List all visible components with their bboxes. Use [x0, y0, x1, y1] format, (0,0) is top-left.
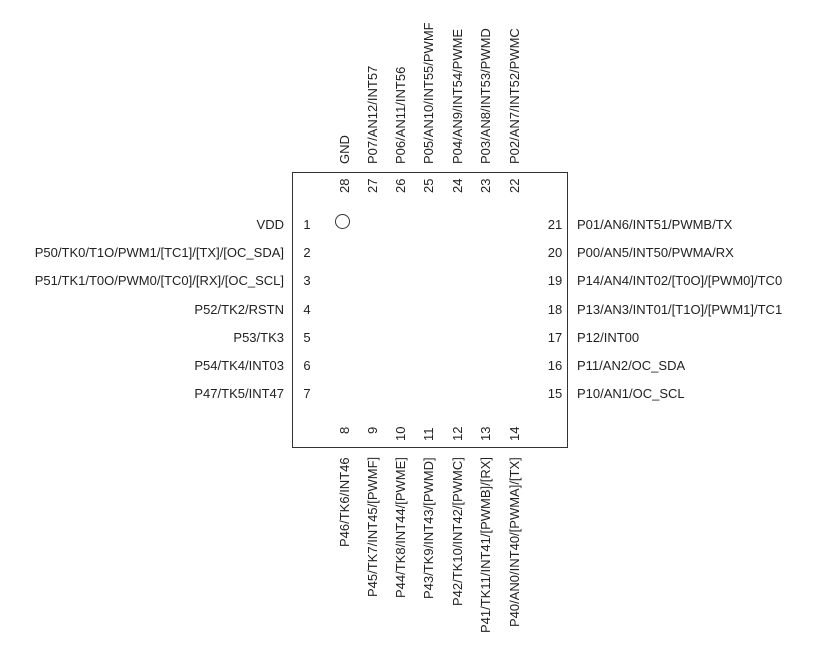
pin-24-number: 24	[450, 178, 465, 193]
pin-2-label: P50/TK0/T1O/PWM1/[TC1]/[TX]/[OC_SDA]	[34, 245, 284, 260]
pin-2-number: 2	[303, 245, 311, 260]
pin-8-number: 8	[337, 426, 352, 434]
pin-28-label: GND	[337, 135, 352, 164]
pin-5-number: 5	[303, 330, 311, 345]
pin-27-label: P07/AN12/INT57	[365, 65, 380, 164]
pin-21-label: P01/AN6/INT51/PWMB/TX	[577, 217, 733, 232]
pin-4-number: 4	[303, 302, 311, 317]
pin-12-label: P42/TK10/INT42/[PWMC]	[450, 457, 465, 606]
pin-12-number: 12	[450, 426, 465, 441]
chip-package-outline	[292, 172, 568, 448]
pin-6-number: 6	[303, 358, 311, 373]
pin-28-number: 28	[337, 178, 352, 193]
pin-1-number: 1	[303, 217, 311, 232]
pin-22-label: P02/AN7/INT52/PWMC	[507, 28, 522, 164]
pin-13-label: P41/TK11/INT41/[PWMB]/[RX]	[478, 456, 493, 633]
pin-7-label: P47/TK5/INT47	[194, 386, 284, 401]
pin-21-number: 21	[547, 217, 563, 232]
pin-5-label: P53/TK3	[233, 330, 284, 345]
pin-10-number: 10	[393, 426, 408, 441]
pin-3-label: P51/TK1/T0O/PWM0/[TC0]/[RX]/[OC_SCL]	[34, 273, 284, 288]
pin-17-label: P12/INT00	[577, 330, 640, 345]
pin-7-number: 7	[303, 386, 311, 401]
pin-27-number: 27	[365, 178, 380, 193]
pin-4-label: P52/TK2/RSTN	[194, 302, 284, 317]
pin-14-label: P40/AN0/INT40/[PWMA]/[TX]	[507, 457, 522, 627]
pin-10-label: P44/TK8/INT44/[PWME]	[393, 457, 408, 598]
pin-17-number: 17	[547, 330, 563, 345]
pin-25-label: P05/AN10/INT55/PWMF	[421, 22, 436, 164]
pin-9-label: P45/TK7/INT45/[PWMF]	[365, 456, 380, 597]
pin-20-number: 20	[547, 245, 563, 260]
pin-11-label: P43/TK9/INT43/[PWMD]	[421, 457, 436, 599]
pin-19-label: P14/AN4/INT02/[T0O]/[PWM0]/TC0	[577, 273, 783, 288]
pin-16-label: P11/AN2/OC_SDA	[577, 358, 686, 373]
pin-25-number: 25	[421, 178, 436, 193]
pin-9-number: 9	[365, 426, 380, 434]
pin-18-label: P13/AN3/INT01/[T1O]/[PWM1]/TC1	[577, 302, 783, 317]
pin-15-number: 15	[547, 386, 563, 401]
pin-19-number: 19	[547, 273, 563, 288]
pin-15-label: P10/AN1/OC_SCL	[577, 386, 685, 401]
pin-11-number: 11	[421, 427, 436, 442]
pin-24-label: P04/AN9/INT54/PWME	[450, 28, 465, 164]
pin-23-number: 23	[478, 178, 493, 193]
pin-14-number: 14	[507, 426, 522, 441]
pin-26-label: P06/AN11/INT56	[393, 66, 408, 164]
pin-3-number: 3	[303, 273, 311, 288]
pin-13-number: 13	[478, 426, 493, 441]
pin-16-number: 16	[547, 358, 563, 373]
pin-6-label: P54/TK4/INT03	[194, 358, 284, 373]
pin1-marker-dot	[335, 214, 350, 229]
pin-23-label: P03/AN8/INT53/PWMD	[478, 28, 493, 164]
pin-1-label: VDD	[256, 217, 284, 232]
pin-8-label: P46/TK6/INT46	[337, 457, 352, 547]
pin-26-number: 26	[393, 178, 408, 193]
pin-18-number: 18	[547, 302, 563, 317]
pin-20-label: P00/AN5/INT50/PWMA/RX	[577, 245, 734, 260]
pin-22-number: 22	[507, 178, 522, 193]
